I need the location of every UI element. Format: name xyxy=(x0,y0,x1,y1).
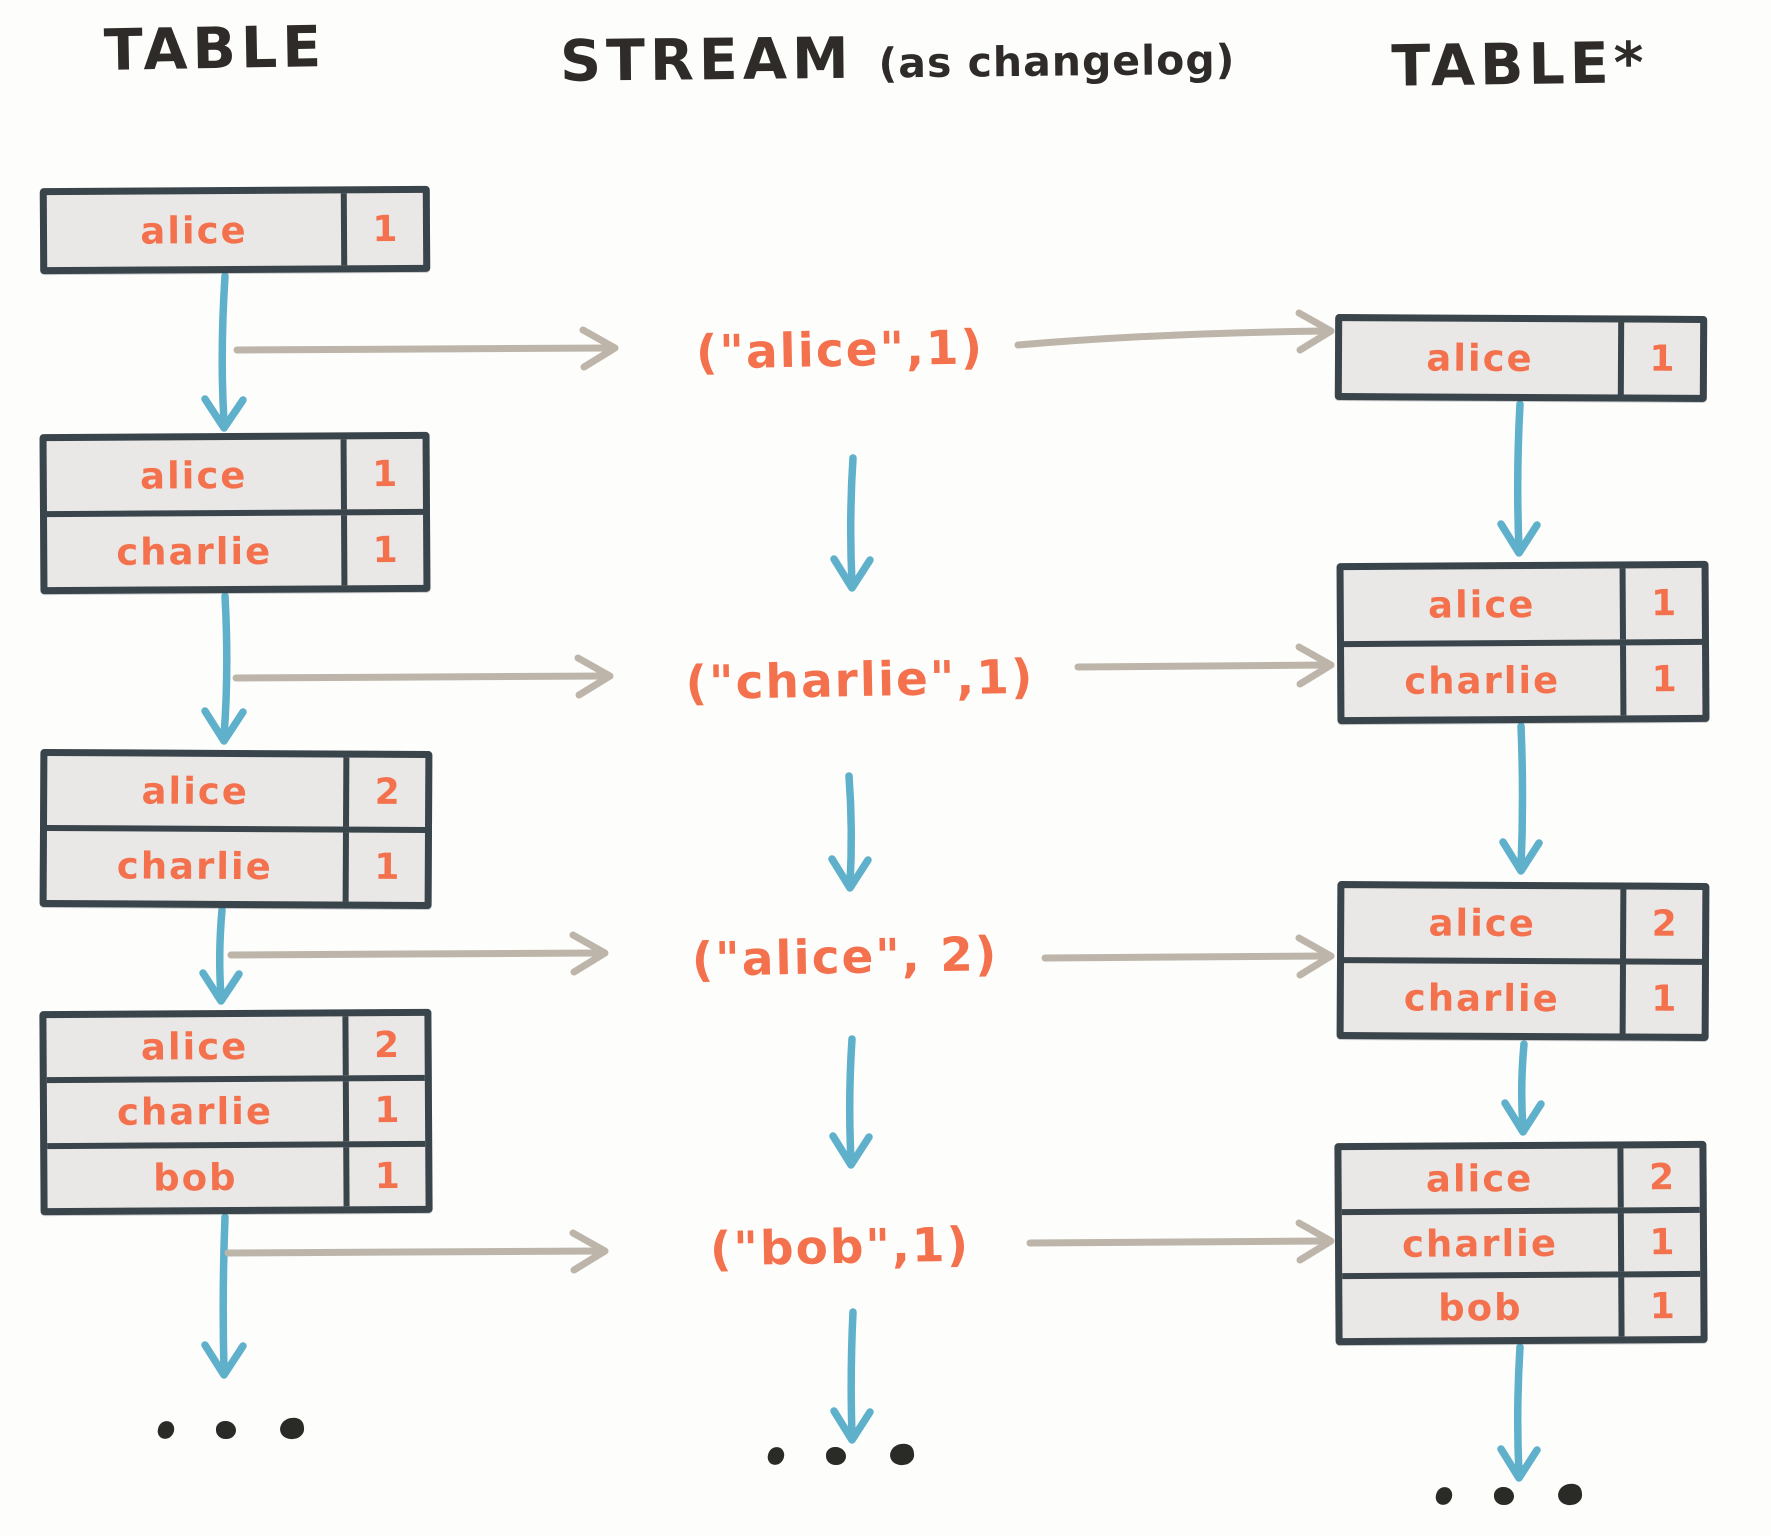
ellipsis-dots-icon xyxy=(156,1416,306,1441)
table-state: alice 1 xyxy=(1334,314,1708,402)
table-row: alice 2 xyxy=(47,756,426,827)
stream-record: ("bob",1) xyxy=(709,1217,971,1277)
gray-right-arrow xyxy=(227,931,609,976)
row-value: 1 xyxy=(342,1081,426,1142)
table-row: charlie 1 xyxy=(1343,638,1703,718)
row-key: charlie xyxy=(116,1090,274,1135)
row-key: alice xyxy=(1425,1156,1534,1201)
gray-right-arrow xyxy=(233,326,619,371)
table-row: alice 2 xyxy=(1341,1147,1700,1209)
row-value: 1 xyxy=(1617,1212,1701,1272)
middle-title-main: STREAM xyxy=(559,25,854,95)
blue-down-arrow xyxy=(201,592,247,745)
table-state: alice 2 charlie 1 bob 1 xyxy=(1334,1140,1708,1346)
blue-down-arrow xyxy=(201,272,247,432)
table-row: alice 1 xyxy=(47,438,423,511)
gray-right-arrow xyxy=(232,654,614,699)
table-row: charlie 1 xyxy=(1341,1206,1701,1274)
row-value: 1 xyxy=(1617,322,1701,395)
ellipsis-dots-icon xyxy=(766,1442,916,1467)
row-key: alice xyxy=(1427,582,1536,627)
blue-down-arrow xyxy=(1499,722,1543,875)
row-key: alice xyxy=(1428,901,1536,946)
row-value: 1 xyxy=(1620,644,1703,716)
blue-down-arrow xyxy=(830,454,874,592)
row-value: 1 xyxy=(1619,567,1702,639)
row-key: charlie xyxy=(1401,1221,1559,1266)
blue-down-arrow xyxy=(201,1213,247,1379)
table-row: charlie 1 xyxy=(46,825,426,902)
row-key: alice xyxy=(140,1025,249,1069)
table-row: charlie 1 xyxy=(46,1075,426,1143)
middle-title-qualifier: (as changelog) xyxy=(878,35,1236,88)
row-value: 1 xyxy=(340,438,423,510)
row-value: 1 xyxy=(342,832,425,902)
blue-down-arrow xyxy=(1497,400,1541,557)
row-key: bob xyxy=(153,1155,238,1200)
ellipsis-dots-icon xyxy=(1434,1482,1584,1507)
blue-down-arrow xyxy=(1501,1040,1545,1136)
row-key: charlie xyxy=(1403,976,1560,1021)
blue-down-arrow xyxy=(828,772,872,892)
table-row: alice 1 xyxy=(1344,567,1702,641)
table-row: bob 1 xyxy=(47,1140,426,1209)
blue-down-arrow xyxy=(829,1035,873,1169)
row-key: alice xyxy=(1426,336,1534,380)
table-row: bob 1 xyxy=(1342,1271,1701,1339)
row-value: 2 xyxy=(342,1015,425,1076)
table-row: charlie 1 xyxy=(46,508,424,588)
row-key: alice xyxy=(141,769,249,814)
stream-record: ("alice", 2) xyxy=(691,926,999,988)
table-state: alice 2 charlie 1 xyxy=(1336,881,1710,1041)
gray-right-arrow xyxy=(1014,309,1335,354)
stream-record: ("charlie",1) xyxy=(685,649,1035,711)
blue-down-arrow xyxy=(199,906,243,1005)
blue-down-arrow xyxy=(1497,1343,1541,1482)
table-row: alice 1 xyxy=(47,192,424,267)
row-value: 1 xyxy=(1618,1277,1701,1337)
row-value: 2 xyxy=(343,757,426,827)
blue-down-arrow xyxy=(830,1308,874,1444)
middle-column-title: STREAM (as changelog) xyxy=(559,23,1236,95)
gray-right-arrow xyxy=(1041,934,1335,979)
gray-right-arrow xyxy=(1026,1219,1335,1264)
row-key: bob xyxy=(1438,1286,1523,1330)
right-column-title: TABLE* xyxy=(1391,30,1649,100)
gray-right-arrow xyxy=(1074,643,1335,688)
table-row: charlie 1 xyxy=(1343,957,1703,1034)
row-key: charlie xyxy=(116,529,273,574)
row-key: charlie xyxy=(116,844,273,889)
table-state: alice 1 xyxy=(39,185,431,275)
left-column-title: TABLE xyxy=(103,14,327,84)
gray-right-arrow xyxy=(224,1229,609,1274)
table-state: alice 2 charlie 1 xyxy=(39,748,433,910)
row-value: 2 xyxy=(1617,1147,1700,1208)
table-state: alice 2 charlie 1 bob 1 xyxy=(39,1008,433,1216)
row-value: 1 xyxy=(343,1146,426,1207)
row-value: 2 xyxy=(1620,889,1703,959)
row-key: alice xyxy=(140,208,248,253)
table-state: alice 1 charlie 1 xyxy=(1336,560,1710,725)
row-key: alice xyxy=(139,453,248,498)
row-key: charlie xyxy=(1404,659,1561,703)
table-row: alice 2 xyxy=(1344,888,1703,959)
table-row: alice 1 xyxy=(1342,321,1701,395)
table-row: alice 2 xyxy=(46,1015,425,1078)
stream-record: ("alice",1) xyxy=(695,319,985,381)
row-value: 1 xyxy=(1619,964,1702,1034)
table-state: alice 1 charlie 1 xyxy=(39,431,431,595)
row-value: 1 xyxy=(341,514,424,586)
row-value: 1 xyxy=(340,192,424,266)
